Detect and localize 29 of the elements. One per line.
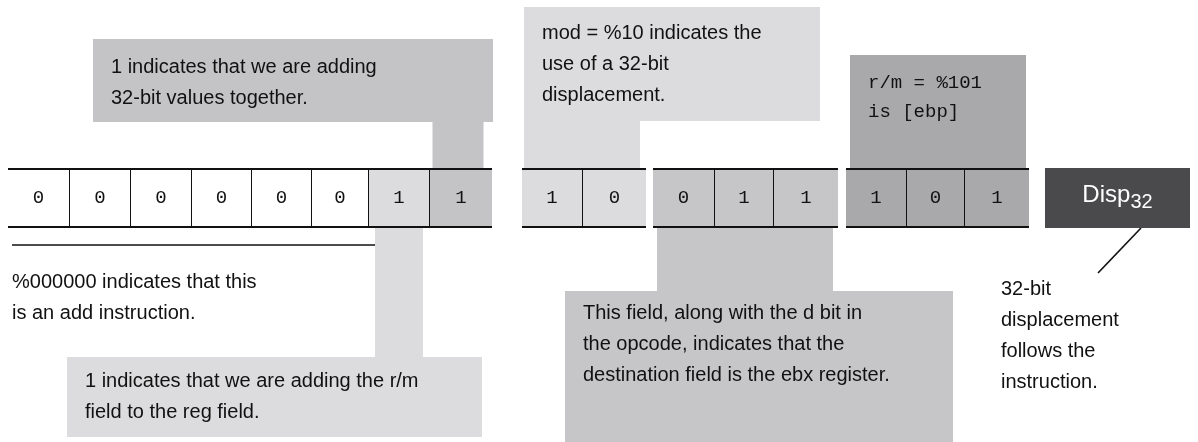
leader-line bbox=[1097, 227, 1142, 274]
bit-cell: 0 bbox=[907, 170, 965, 226]
bit-field-box bbox=[522, 168, 646, 228]
callout-box: r/m = %101 is [ebp] bbox=[850, 55, 1026, 140]
bit-field-box bbox=[8, 168, 492, 228]
callout-stem bbox=[850, 140, 1026, 168]
callout-box: This field, along with the d bit in the opcode, indicates that the destination field is the ebx register. bbox=[565, 291, 953, 442]
bit-cell: 1 bbox=[369, 170, 430, 226]
bit-cell: 1 bbox=[774, 170, 838, 226]
callout-box: 1 indicates that we are adding the r/m field to the reg field. bbox=[67, 357, 482, 437]
bit-cell: 0 bbox=[8, 170, 70, 226]
bit-cell: 1 bbox=[715, 170, 774, 226]
bit-field-box bbox=[846, 168, 1029, 228]
note-text: %000000 indicates that this is an add instruction. bbox=[12, 269, 258, 325]
bit-cell: 1 bbox=[965, 170, 1029, 226]
callout-stem bbox=[524, 121, 640, 168]
callout-box: 1 indicates that we are adding 32-bit values together. bbox=[93, 39, 493, 122]
bit-cell: 0 bbox=[583, 170, 646, 226]
callout-stem bbox=[375, 228, 423, 357]
bit-cell: 1 bbox=[522, 170, 583, 226]
callout-stem bbox=[657, 228, 833, 291]
callout-box: mod = %10 indicates the use of a 32-bit displacement. bbox=[524, 7, 820, 121]
displacement-box: Disp$_{32}$ bbox=[1045, 168, 1190, 228]
note-text: 32-bit displacement follows the instruction. bbox=[1001, 276, 1120, 394]
bit-cell: 1 bbox=[846, 170, 907, 226]
bit-cell: 0 bbox=[653, 170, 715, 226]
bit-field-box bbox=[653, 168, 838, 228]
callout-stem bbox=[432, 122, 484, 168]
bit-cell: 1 bbox=[430, 170, 492, 226]
